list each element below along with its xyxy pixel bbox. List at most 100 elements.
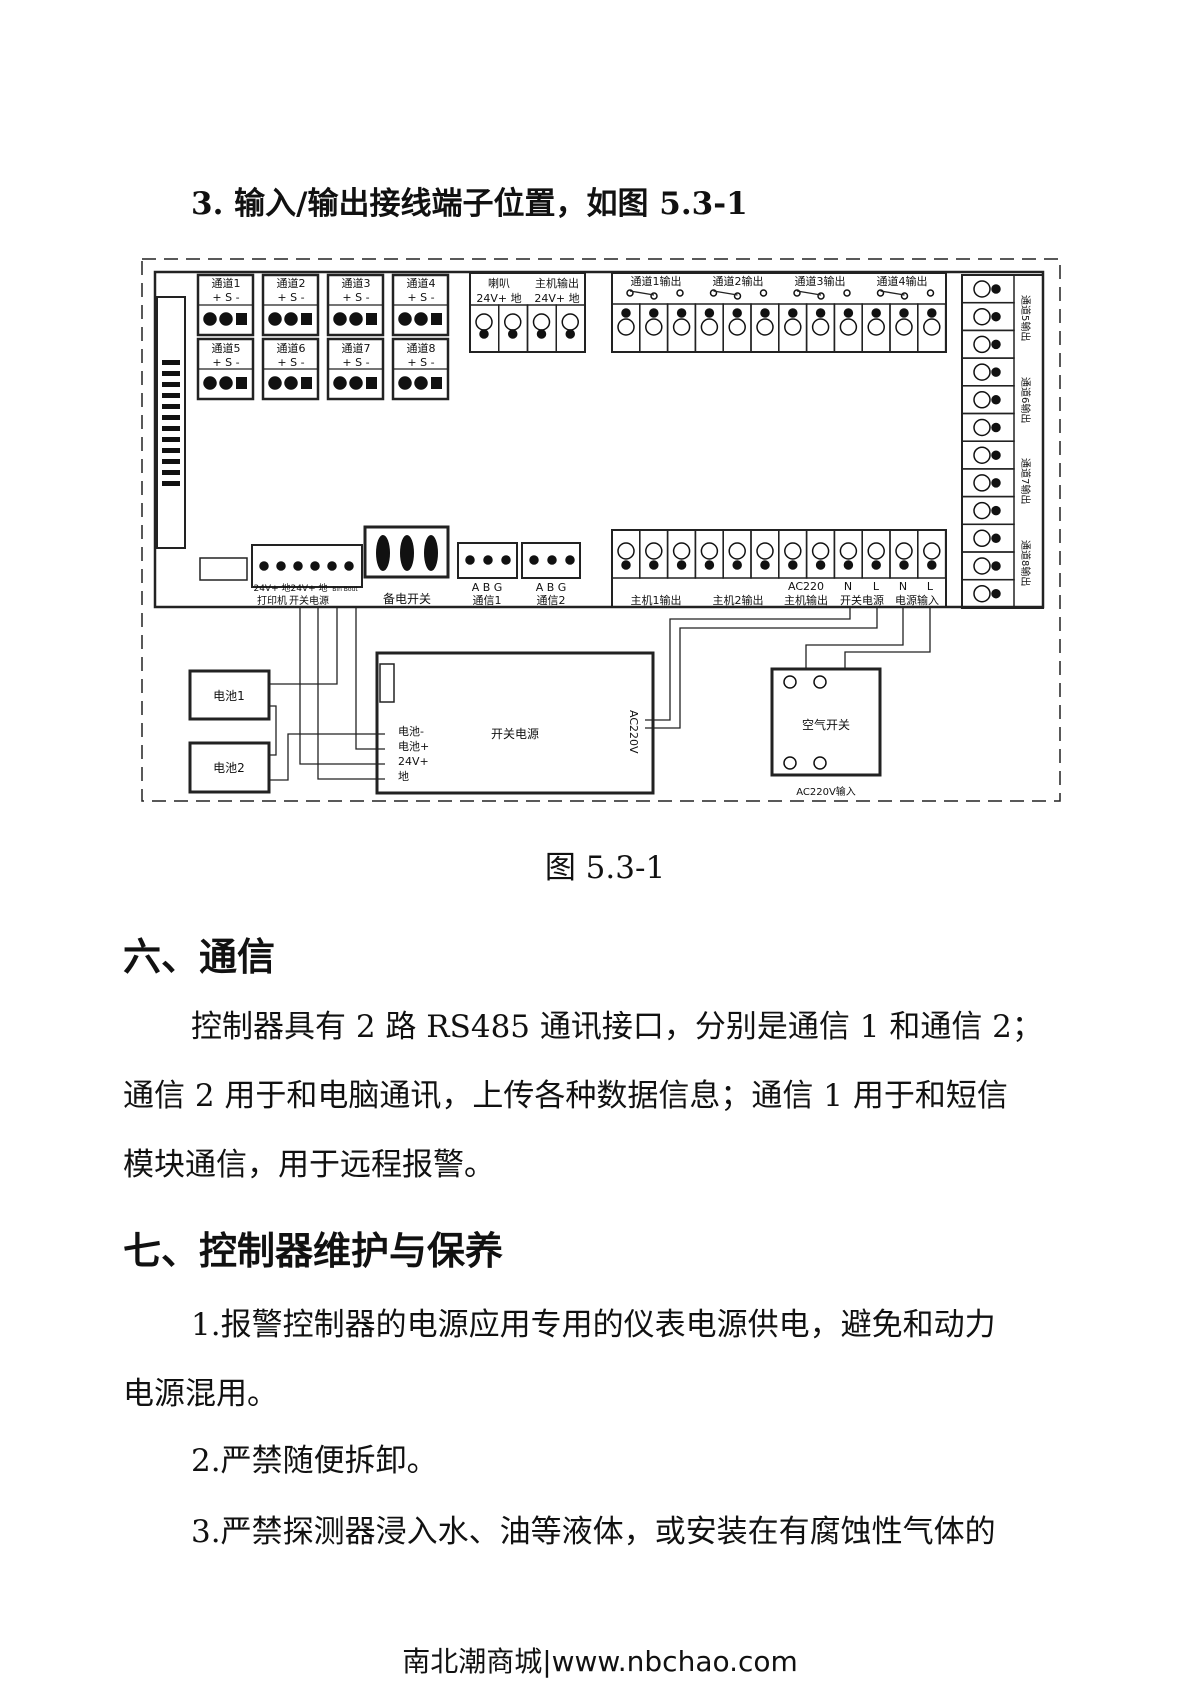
speaker-pins: 24V+ 地 (476, 292, 521, 305)
terminal-screw (811, 542, 830, 560)
ribbon-pin (162, 426, 180, 431)
terminal-screw (991, 505, 1001, 516)
relay-switch (796, 290, 822, 296)
channel-pins: + S - (277, 291, 304, 304)
terminal-screw (923, 318, 941, 336)
terminal-screw (219, 376, 233, 390)
bottom-host-ac-label: 主机输出 (784, 593, 828, 607)
relay-contact (900, 292, 909, 300)
terminal-screw (728, 542, 746, 560)
terminal-screw (366, 377, 377, 389)
terminal-screw (532, 313, 551, 331)
relay-right-label: 通道7输出 (1019, 458, 1032, 504)
ribbon-pin (162, 382, 180, 387)
relay-contact (676, 289, 684, 297)
psu-pin-label: 电池- (398, 725, 424, 738)
switch-power-pins: 24V+ 地 (290, 582, 327, 594)
terminal-pin (547, 555, 557, 565)
comm1-label: 通信1 (473, 594, 502, 607)
terminal-screw (203, 376, 217, 390)
power-connector-block (251, 544, 363, 588)
ribbon-pin (162, 404, 180, 409)
channel-pins: + S - (212, 291, 239, 304)
terminal-screw (617, 318, 635, 336)
channel-label: 通道1 (212, 276, 241, 290)
terminal-screw (333, 312, 347, 326)
air-switch-terminal (783, 675, 797, 689)
relay-top-label: 通道3输出 (795, 274, 846, 288)
terminal-screw (991, 284, 1001, 294)
terminal-pin (565, 555, 575, 565)
terminal-screw (973, 529, 991, 548)
terminal-screw (843, 560, 854, 570)
relay-switch (629, 290, 655, 296)
terminal-screw (704, 560, 715, 570)
terminal-screw (811, 318, 830, 336)
terminal-screw (899, 308, 909, 318)
battery2-label: 电池2 (213, 761, 245, 775)
wire (269, 705, 277, 756)
l-label: L (927, 580, 934, 593)
terminal-screw (895, 542, 913, 560)
footer-watermark: 南北潮商城|www.nbchao.com (402, 1645, 798, 1678)
terminal-screw (973, 501, 991, 520)
terminal-screw (867, 542, 885, 560)
channel-label: 通道7 (342, 341, 371, 355)
terminal-screw (991, 450, 1001, 460)
bottom-ac220-label: AC220 (788, 580, 824, 593)
paragraph-line: 控制器具有 2 路 RS485 通讯接口，分别是通信 1 和通信 2； (191, 1009, 1043, 1045)
air-switch-label: 空气开关 (802, 717, 850, 732)
section-title: 3. 输入/输出接线端子位置，如图 5.3-1 (191, 186, 748, 222)
terminal-screw (565, 329, 575, 339)
terminal-screw (784, 318, 802, 336)
paragraph-line: 电源混用。 (123, 1376, 278, 1412)
terminal-screw (203, 312, 217, 326)
terminal-screw (788, 560, 798, 570)
terminal-pin (501, 555, 511, 565)
terminal-screw (973, 280, 991, 298)
terminal-screw (788, 308, 798, 318)
terminal-screw (756, 542, 774, 560)
terminal-screw (431, 313, 442, 325)
terminal-screw (504, 313, 522, 331)
terminal-screw (732, 308, 742, 318)
terminal-screw (973, 446, 991, 464)
figure-caption: 图 5.3-1 (544, 850, 666, 886)
terminal-screw (649, 560, 659, 570)
printer-pins: 24V+ 地 (253, 582, 290, 594)
terminal-screw (236, 313, 247, 325)
battery-pins: Bin Bout (332, 586, 358, 593)
speaker-label: 喇叭 (488, 276, 510, 290)
air-switch-terminal (813, 675, 827, 689)
relay-top-label: 通道2输出 (713, 274, 764, 288)
wire (355, 607, 385, 750)
terminal-screw (927, 308, 937, 318)
channel-label: 通道3 (342, 276, 371, 290)
terminal-screw (923, 542, 941, 560)
relay-contact (650, 292, 658, 300)
air-switch-terminal (813, 756, 827, 770)
section7-heading: 七、控制器维护与保养 (123, 1229, 504, 1273)
relay-right-label: 通道5输出 (1019, 295, 1032, 341)
terminal-screw (867, 318, 885, 336)
terminal-screw (676, 560, 687, 570)
terminal-screw (333, 376, 347, 390)
battery2 (188, 741, 271, 794)
terminal-screw (649, 308, 659, 318)
terminal-pin (529, 555, 539, 565)
n-label: N (899, 580, 907, 593)
ribbon-pin (162, 371, 180, 376)
terminal-screw (991, 478, 1001, 488)
terminal-screw (475, 313, 493, 331)
terminal-pin (293, 561, 303, 571)
ribbon-pin (162, 393, 180, 398)
terminal-screw (676, 308, 687, 318)
terminal-pin (310, 561, 320, 571)
power-in-label: 电源输入 (895, 593, 939, 607)
air-switch-input-label: AC220V输入 (796, 785, 856, 798)
terminal-screw (899, 560, 909, 570)
terminal-screw (991, 395, 1001, 405)
relay-switch (713, 290, 738, 296)
ribbon-pin (162, 470, 180, 475)
terminal-screw (645, 542, 663, 560)
